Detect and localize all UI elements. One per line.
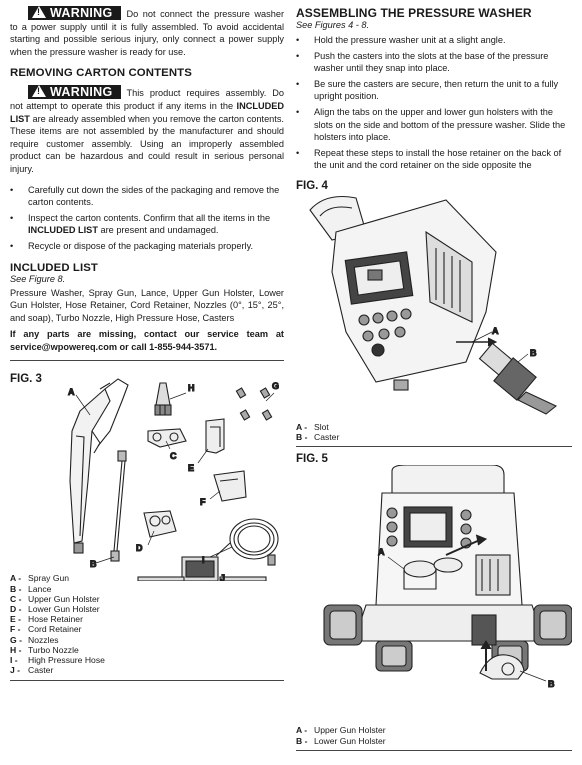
assembling-bullets: Hold the pressure washer unit at a sligh… <box>296 34 572 172</box>
fig5-illustration: A B <box>323 465 572 690</box>
legend-row: J -Caster <box>10 665 54 676</box>
list-item: Carefully cut down the sides of the pack… <box>10 184 284 209</box>
divider <box>10 360 284 362</box>
fig3-label: FIG. 3 <box>10 373 42 386</box>
casters-drawing <box>137 556 267 582</box>
legend-row: A -Slot <box>296 421 329 432</box>
included-text: Pressure Washer, Spray Gun, Lance, Upper… <box>10 287 284 323</box>
list-item: Repeat these steps to install the hose r… <box>296 147 572 172</box>
removing-bullets: Carefully cut down the sides of the pack… <box>10 184 284 253</box>
divider <box>296 749 572 751</box>
fig3-callout-e: E <box>188 463 194 473</box>
hose-retainer-drawing <box>205 418 225 455</box>
fig4-illustration: A B <box>309 195 558 415</box>
included-heading: INCLUDED LIST <box>10 261 98 274</box>
fig4-label: FIG. 4 <box>296 179 328 192</box>
fig3-callout-i: I <box>202 555 205 565</box>
fig5-legend: A -Upper Gun Holster B -Lower Gun Holste… <box>296 725 572 745</box>
legend-row: C -Upper Gun Holster <box>10 593 100 604</box>
list-item: Be sure the casters are secure, then ret… <box>296 78 572 103</box>
pressure-washer-tilted-drawing <box>309 195 558 415</box>
fig3-callout-b: B <box>90 559 97 569</box>
legend-row: F -Cord Retainer <box>10 624 82 635</box>
fig3-callout-d: D <box>136 543 143 553</box>
assembling-ref: See Figures 4 - 8. <box>296 20 370 30</box>
list-item: Align the tabs on the upper and lower gu… <box>296 106 572 144</box>
lower-gun-holster-drawing <box>143 510 177 539</box>
fig5-callout-a: A <box>378 547 385 557</box>
fig4-callout-b: B <box>530 348 537 358</box>
lance-drawing <box>110 450 127 563</box>
warning-badge: WARNING <box>28 6 121 20</box>
fig3-callout-c: C <box>170 451 177 461</box>
legend-row: E -Hose Retainer <box>10 614 83 625</box>
divider <box>10 679 284 681</box>
fig4-legend: A -Slot B -Caster <box>296 422 572 442</box>
pressure-washer-upright-drawing <box>323 465 572 680</box>
fig5-label: FIG. 5 <box>296 453 328 466</box>
fig3-illustration: A B C D E F G H I J <box>67 378 280 582</box>
list-item: Inspect the carton contents. Confirm tha… <box>10 212 284 237</box>
high-pressure-hose-drawing <box>215 518 279 567</box>
warning-triangle-icon <box>32 85 46 98</box>
fig3-callout-h: H <box>188 383 195 393</box>
fig3-callout-f: F <box>200 497 206 507</box>
fig3-callout-g: G <box>272 381 279 391</box>
legend-row: B -Caster <box>296 432 340 443</box>
legend-row: D -Lower Gun Holster <box>10 604 100 615</box>
fig3-callout-j: J <box>220 573 225 581</box>
included-ref: See Figure 8. <box>10 273 66 284</box>
nozzles-drawing <box>235 387 273 422</box>
legend-row: I -High Pressure Hose <box>10 655 105 666</box>
legend-row: G -Nozzles <box>10 634 59 645</box>
list-item: Recycle or dispose of the packaging mate… <box>10 240 284 253</box>
turbo-nozzle-drawing <box>154 382 172 417</box>
warning-badge: WARNING <box>28 85 121 100</box>
fig3-callout-a: A <box>68 387 75 397</box>
removing-heading: REMOVING CARTON CONTENTS <box>10 67 192 80</box>
cord-retainer-drawing <box>213 470 247 503</box>
legend-row: A -Spray Gun <box>10 573 70 584</box>
divider <box>296 446 572 448</box>
fig3-callout-lines <box>75 393 275 564</box>
spray-gun-drawing <box>69 378 129 555</box>
list-item: Hold the pressure washer unit at a sligh… <box>296 34 572 47</box>
list-item: Push the casters into the slots at the b… <box>296 50 572 75</box>
upper-gun-holster-drawing <box>147 428 187 449</box>
legend-row: H -Turbo Nozzle <box>10 644 79 655</box>
fig3-legend: A -Spray Gun B -Lance C -Upper Gun Holst… <box>10 573 284 675</box>
legend-row: B -Lower Gun Holster <box>296 735 386 746</box>
fig5-callout-b: B <box>548 679 555 689</box>
warning-1-text: Do not connect the pressure washer to a … <box>10 9 284 57</box>
assembling-heading: ASSEMBLING THE PRESSURE WASHER <box>296 6 532 20</box>
legend-row: B -Lance <box>10 583 52 594</box>
missing-parts-text: If any parts are missing, contact our se… <box>10 329 284 352</box>
legend-row: A -Upper Gun Holster <box>296 725 386 736</box>
right-column: ASSEMBLING THE PRESSURE WASHER See Figur… <box>296 6 572 751</box>
fig4-callout-a: A <box>492 326 499 336</box>
warning-triangle-icon <box>32 6 46 18</box>
